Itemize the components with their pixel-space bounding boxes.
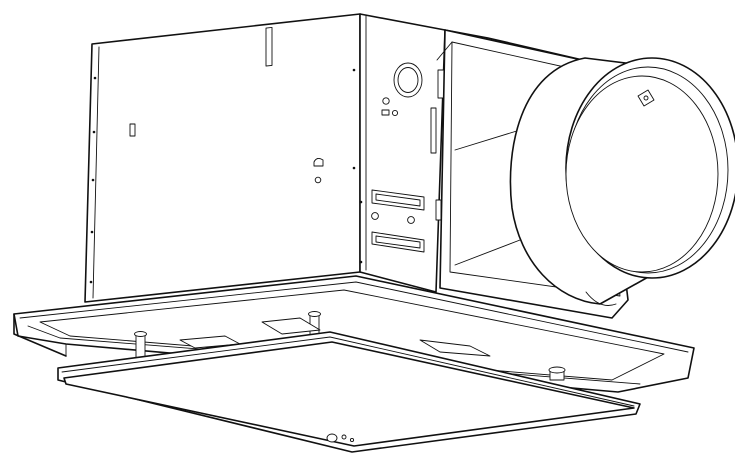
mounting-frame xyxy=(13,275,695,393)
duct-collar-icon xyxy=(436,29,735,319)
housing-left-face xyxy=(84,13,361,303)
ceiling-grille-icon xyxy=(57,331,641,453)
housing-right-face xyxy=(359,13,601,293)
knockout-icon xyxy=(393,62,423,98)
ground-screw-icon xyxy=(381,97,399,117)
